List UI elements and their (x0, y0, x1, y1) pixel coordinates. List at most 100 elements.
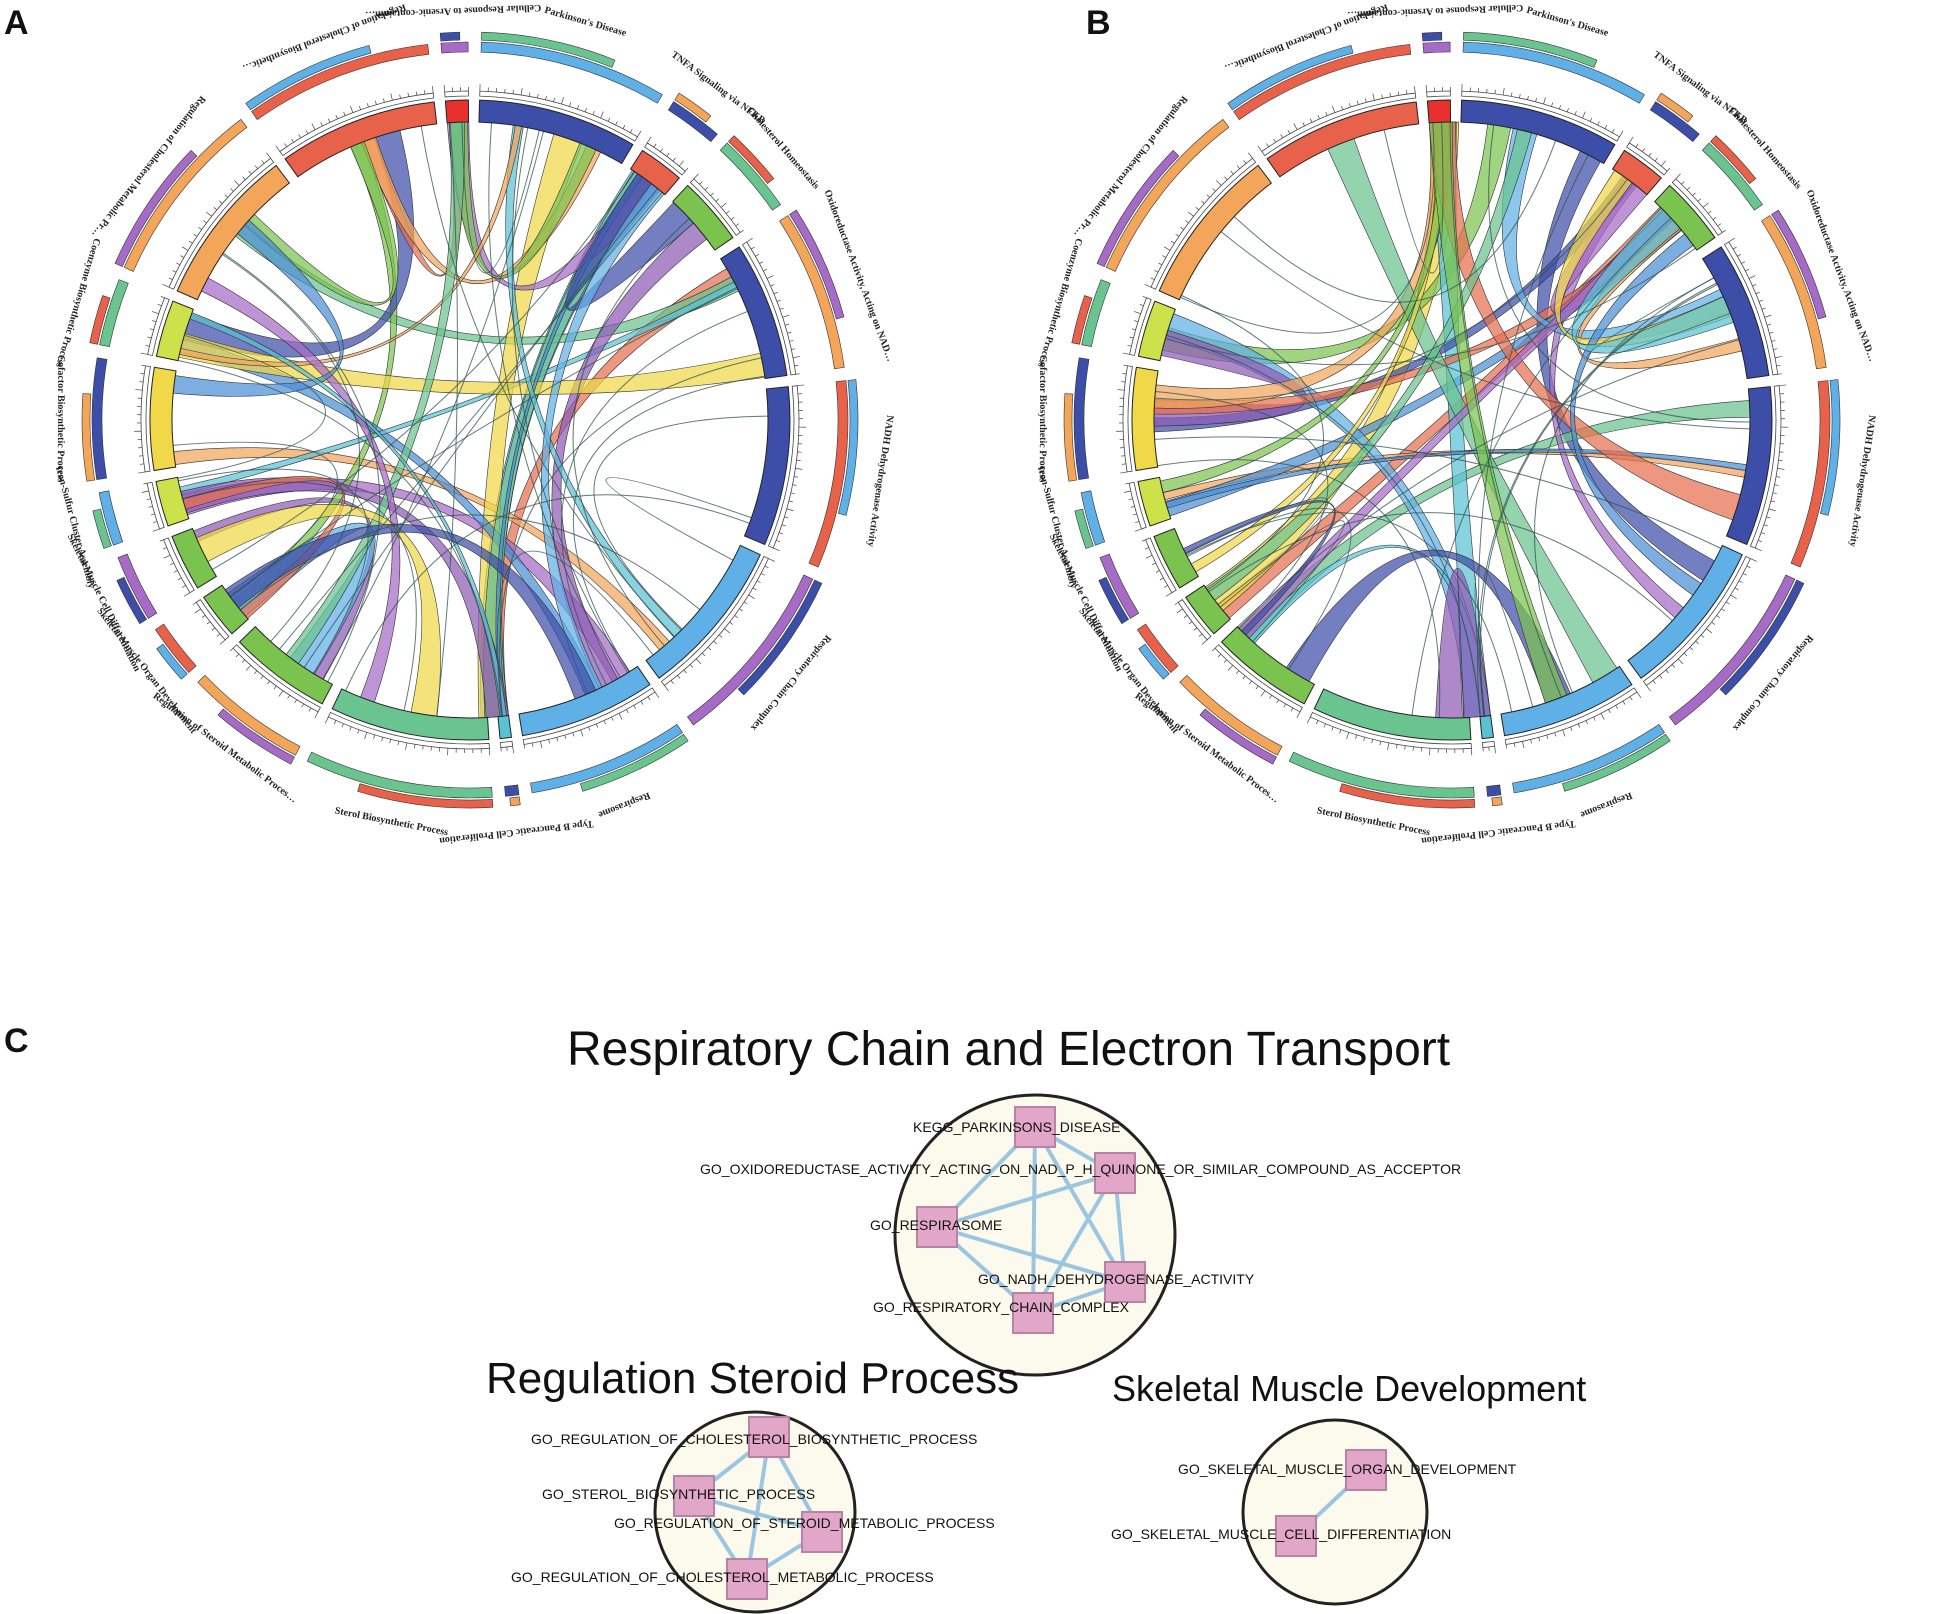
chord-tick (1117, 389, 1125, 391)
chord-tick (235, 653, 240, 658)
chord-tick (311, 123, 316, 130)
cluster-title-steroid: Regulation Steroid Process (486, 1354, 1020, 1403)
chord-link-line (1478, 154, 1589, 717)
network-node-label: GO_SKELETAL_MUSCLE_CELL_DIFFERENTIATION (1111, 1526, 1451, 1542)
chord-tick (707, 646, 712, 651)
network-node-label: GO_SKELETAL_MUSCLE_ORGAN_DEVELOPMENT (1178, 1461, 1517, 1477)
chord-tick (1522, 741, 1525, 749)
chord-percent-band (1227, 44, 1354, 111)
chord-tick (1666, 167, 1671, 172)
chord-segment (1654, 184, 1716, 251)
chord-percent-band (1136, 623, 1179, 673)
chord-tick (1732, 246, 1737, 250)
chord-tick (1717, 223, 1722, 227)
chord-scale-track (140, 365, 151, 473)
chord-tick (364, 732, 368, 740)
chord-tick (1593, 716, 1596, 721)
chord-segment (444, 99, 470, 124)
chord-tick (1346, 732, 1350, 740)
chord-segment (1137, 300, 1176, 362)
network-node[interactable] (726, 1558, 768, 1600)
network-node[interactable] (1014, 1106, 1056, 1148)
chord-segment (497, 714, 513, 740)
chord-tick (1763, 524, 1768, 527)
chord-segment (478, 99, 634, 165)
chord-tick (1381, 94, 1383, 99)
network-node[interactable] (1104, 1261, 1146, 1303)
chord-percent-band (808, 380, 849, 568)
chord-tick (1636, 691, 1642, 699)
chord-tick (145, 344, 150, 347)
panel-label-a: A (4, 4, 29, 42)
chord-link-line (561, 310, 748, 686)
chord-tick (1123, 490, 1131, 493)
chord-tick (553, 97, 555, 102)
chord-percent-band (1669, 574, 1796, 726)
chord-tick (782, 314, 790, 318)
network-node-label: KEGG_PARKINSONS_DISEASE (913, 1119, 1120, 1135)
network-node[interactable] (1094, 1152, 1136, 1194)
chord-tick (373, 734, 376, 739)
chord-percent-band (1099, 553, 1140, 619)
chord-tick (1659, 675, 1663, 679)
chord-scale-track (1426, 90, 1451, 98)
chord-scale-track (444, 90, 469, 98)
chord-tick (141, 490, 149, 493)
chord-tick (140, 352, 148, 355)
network-node[interactable] (673, 1475, 715, 1517)
chord-tick (183, 592, 191, 597)
chord-tick (779, 532, 784, 535)
network-node[interactable] (801, 1511, 843, 1553)
chord-tick (1287, 130, 1291, 134)
network-node[interactable] (1275, 1515, 1317, 1557)
chord-tick (787, 331, 792, 334)
chord-tick (201, 615, 206, 618)
chord-tick (588, 726, 591, 731)
chord-tick (1224, 176, 1228, 180)
chord-tick (1144, 284, 1152, 288)
chord-percent-band (504, 784, 520, 797)
chord-tick (1695, 640, 1699, 645)
chord-tick (224, 194, 229, 198)
network-node[interactable] (748, 1416, 790, 1458)
chord-tick (1379, 741, 1382, 746)
chord-percent-band (1649, 101, 1700, 143)
chord-tick (308, 707, 312, 712)
chord-tick (1142, 295, 1147, 299)
chord-tick (760, 573, 765, 576)
chord-tick (791, 348, 796, 350)
chord-percent-band (1233, 44, 1412, 121)
chord-tick (188, 240, 193, 244)
chord-tick (1355, 734, 1358, 739)
network-node[interactable] (1012, 1292, 1054, 1334)
chord-tick (1535, 97, 1537, 102)
chord-percent-band (1512, 723, 1665, 794)
chord-tick (781, 524, 786, 527)
chord-tick (1176, 608, 1183, 614)
chord-tick (520, 88, 523, 96)
chord-tick (1309, 118, 1313, 123)
chord-tick (335, 115, 338, 119)
chord-tick (600, 111, 604, 119)
chord-link-line (1449, 122, 1562, 698)
network-node-label: GO_STEROL_BIOSYNTHETIC_PROCESS (542, 1486, 815, 1502)
chord-tick (1283, 703, 1286, 708)
network-node-label: GO_REGULATION_OF_CHOLESTEROL_BIOSYNTHETI… (531, 1431, 977, 1447)
chord-link-line (1217, 520, 1345, 642)
chord-tick (746, 237, 753, 243)
chord-segment (1426, 99, 1452, 124)
chord-tick (730, 216, 735, 220)
chord-tick (1165, 592, 1173, 597)
chord-link-line (1185, 497, 1329, 608)
chord-percent-band (1073, 357, 1090, 481)
chord-tick (1600, 713, 1605, 720)
network-node[interactable] (916, 1206, 958, 1248)
chord-tick (1748, 275, 1756, 279)
chord-scale-track (1671, 178, 1723, 236)
network-node-label: GO_OXIDOREDUCTASE_ACTIVITY_ACTING_ON_NAD… (700, 1161, 1461, 1177)
network-node[interactable] (1345, 1449, 1387, 1491)
chord-tick (1582, 111, 1586, 119)
chord-tick (305, 130, 309, 134)
